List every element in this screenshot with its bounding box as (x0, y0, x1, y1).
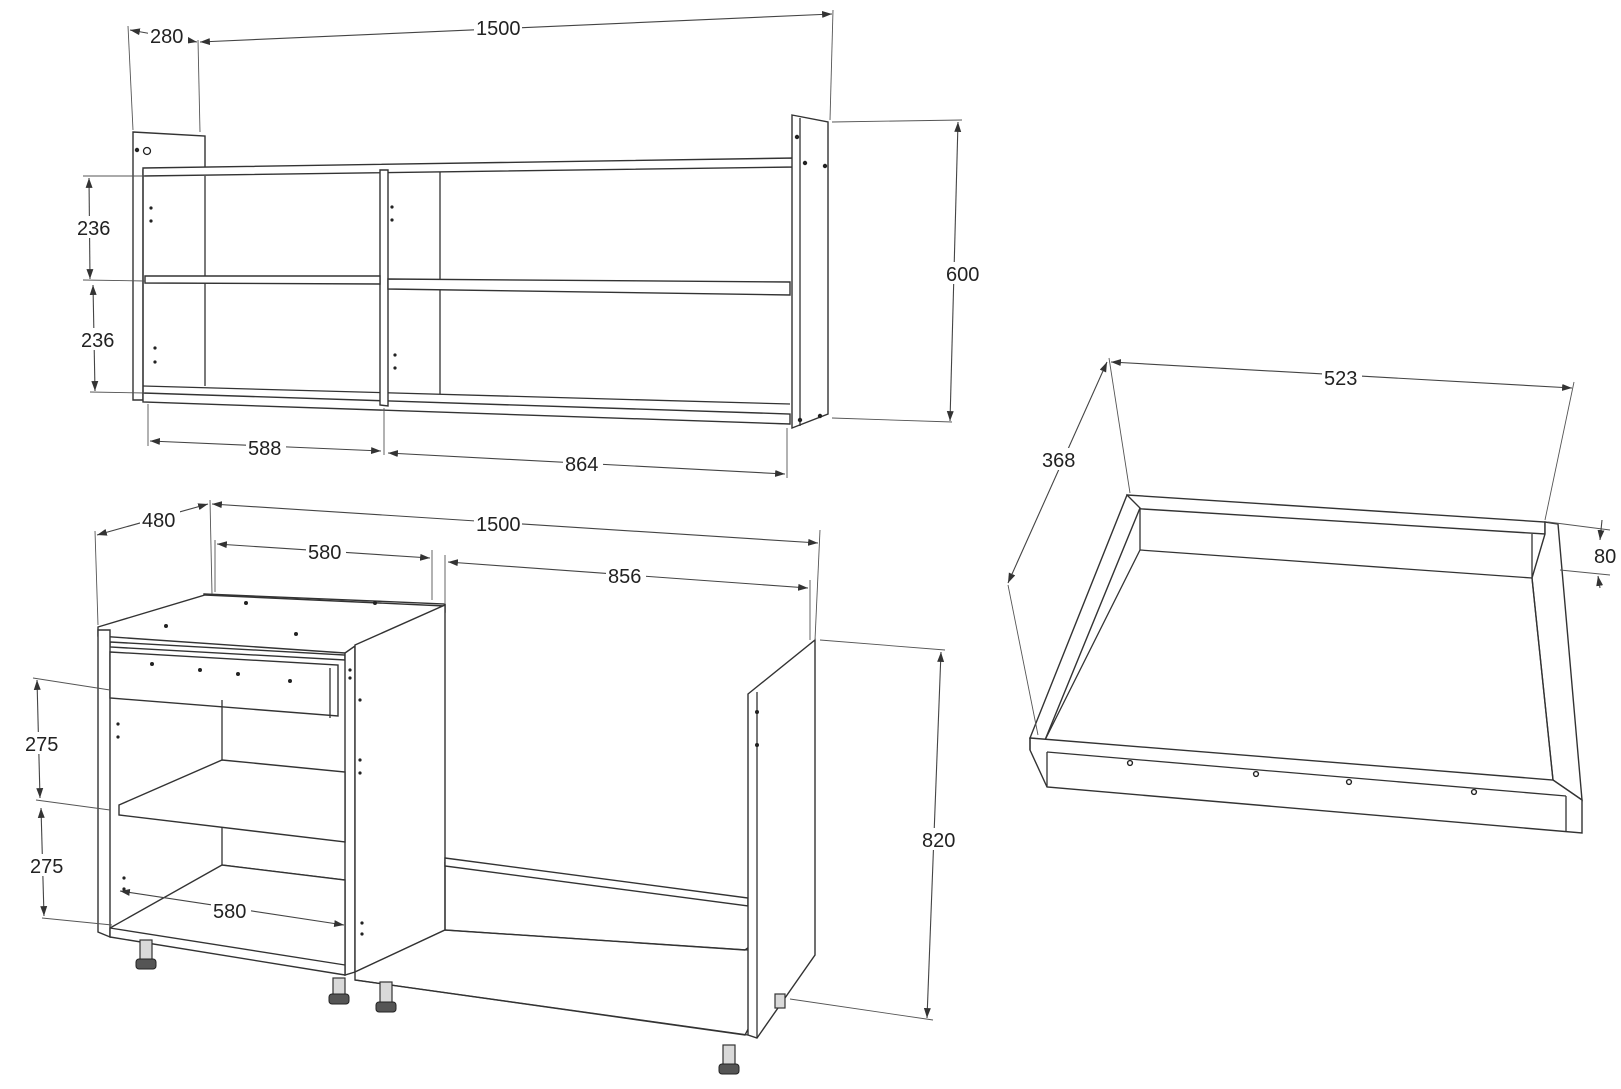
base-drawer-front (109, 651, 339, 717)
wall-left-shelf (144, 275, 381, 285)
dim-base-depth: 480 (142, 510, 175, 532)
dim-base-total-width: 1500 (476, 514, 521, 536)
drawer-left-side (1029, 493, 1141, 741)
dim-wall-shelf-upper: 236 (77, 218, 110, 240)
dim-base-inner-width-top: 580 (308, 542, 341, 564)
base-plinth-back (444, 857, 749, 907)
base-leg (328, 977, 350, 1005)
base-leg (375, 981, 397, 1013)
base-left-unit-left-side (97, 629, 111, 939)
drawer-box (1007, 357, 1611, 834)
base-left-unit-right-side (344, 644, 356, 976)
dim-wall-shelf-lower: 236 (81, 330, 114, 352)
base-leg (135, 939, 157, 970)
dim-wall-height: 600 (946, 264, 979, 286)
base-cabinet (32, 499, 946, 1075)
dim-base-shelf-lower: 275 (30, 856, 63, 878)
wall-right-shelf (387, 278, 791, 296)
dim-base-open-section: 856 (608, 566, 641, 588)
dim-base-shelf-upper: 275 (25, 734, 58, 756)
drawer-back-panel (1126, 494, 1546, 535)
wall-bottom-panel (142, 392, 791, 425)
dim-drawer-width: 523 (1324, 368, 1357, 390)
wall-top-panel (142, 157, 796, 177)
wall-right-side-panel (791, 114, 829, 430)
dimension-labels: 280 1500 600 236 236 588 864 480 1500 58… (23, 16, 1620, 923)
wall-cabinet (82, 9, 963, 478)
drawer-front-panel (1029, 737, 1583, 834)
dim-drawer-depth: 368 (1042, 450, 1075, 472)
base-leg (774, 993, 786, 1009)
dim-wall-total-width: 1500 (476, 18, 521, 40)
drawer-right-side (1531, 521, 1583, 802)
dim-drawer-height: 80 (1594, 546, 1616, 568)
dim-wall-right-section: 864 (565, 454, 598, 476)
base-leg (718, 1044, 740, 1075)
base-right-side-panel (747, 638, 816, 1039)
wall-middle-divider (379, 169, 389, 407)
dim-wall-side-depth: 280 (150, 26, 183, 48)
dim-wall-left-section: 588 (248, 438, 281, 460)
base-left-unit-shelf (118, 759, 346, 843)
dim-base-height: 820 (922, 830, 955, 852)
dim-base-inner-width-bottom: 580 (213, 901, 246, 923)
